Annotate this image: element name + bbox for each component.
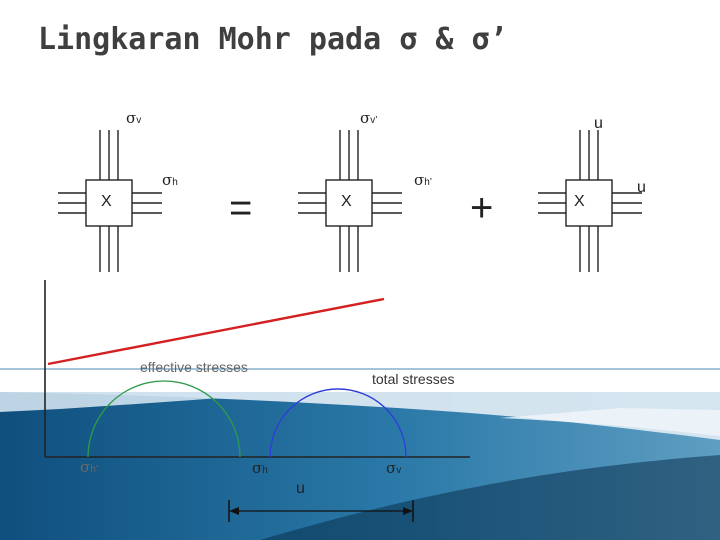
sigma-h-effective-subscript: h’	[424, 177, 433, 188]
failure-envelope-line	[47, 297, 385, 366]
sigma-h-effective-label: σh’	[414, 173, 432, 189]
sigma-h-effective-axis-label: σh’	[80, 460, 98, 476]
effective-mohr-circle	[87, 380, 241, 458]
effective-stresses-caption: effective stresses	[140, 359, 248, 375]
sigma-h-axis-subscript: h	[262, 465, 268, 476]
sigma-v-axis-label: σv	[386, 461, 401, 477]
sigma-h-effective-axis-subscript: h’	[90, 464, 99, 475]
page-title: Lingkaran Mohr pada σ & σ’	[38, 22, 508, 57]
sigma-v-label: σv	[126, 111, 141, 127]
plus-sign: +	[470, 186, 494, 230]
pore-pressure-label-top: u	[594, 115, 603, 132]
stress-element-effective	[298, 130, 402, 272]
total-mohr-circle	[269, 388, 407, 458]
sigma-v-effective-label: σv’	[360, 111, 377, 127]
sigma-symbol: σ	[360, 109, 371, 127]
element-label-pore-pressure: X	[574, 193, 585, 210]
stress-element-pore-pressure	[538, 130, 642, 272]
sigma-h-label: σh	[162, 173, 178, 189]
mohr-axes	[44, 280, 470, 458]
decorative-band	[0, 368, 720, 540]
sigma-symbol: σ	[162, 171, 173, 189]
pore-pressure-axis-label: u	[296, 480, 305, 497]
equals-sign: =	[229, 186, 253, 230]
element-label-effective: X	[341, 193, 352, 210]
sigma-v-effective-subscript: v’	[370, 115, 378, 126]
sigma-v-subscript: v	[136, 115, 142, 126]
sigma-h-subscript: h	[172, 177, 178, 188]
sigma-symbol: σ	[80, 458, 91, 476]
pore-pressure-label-side: u	[637, 179, 646, 196]
sigma-symbol: σ	[414, 171, 425, 189]
stress-element-total	[58, 130, 162, 272]
sigma-h-axis-label: σh	[252, 461, 268, 477]
element-label-total: X	[101, 193, 112, 210]
sigma-symbol: σ	[386, 459, 397, 477]
sigma-symbol: σ	[126, 109, 137, 127]
pore-pressure-dimension	[228, 500, 414, 522]
sigma-v-axis-subscript: v	[396, 465, 402, 476]
total-stresses-caption: total stresses	[372, 371, 455, 387]
sigma-symbol: σ	[252, 459, 263, 477]
